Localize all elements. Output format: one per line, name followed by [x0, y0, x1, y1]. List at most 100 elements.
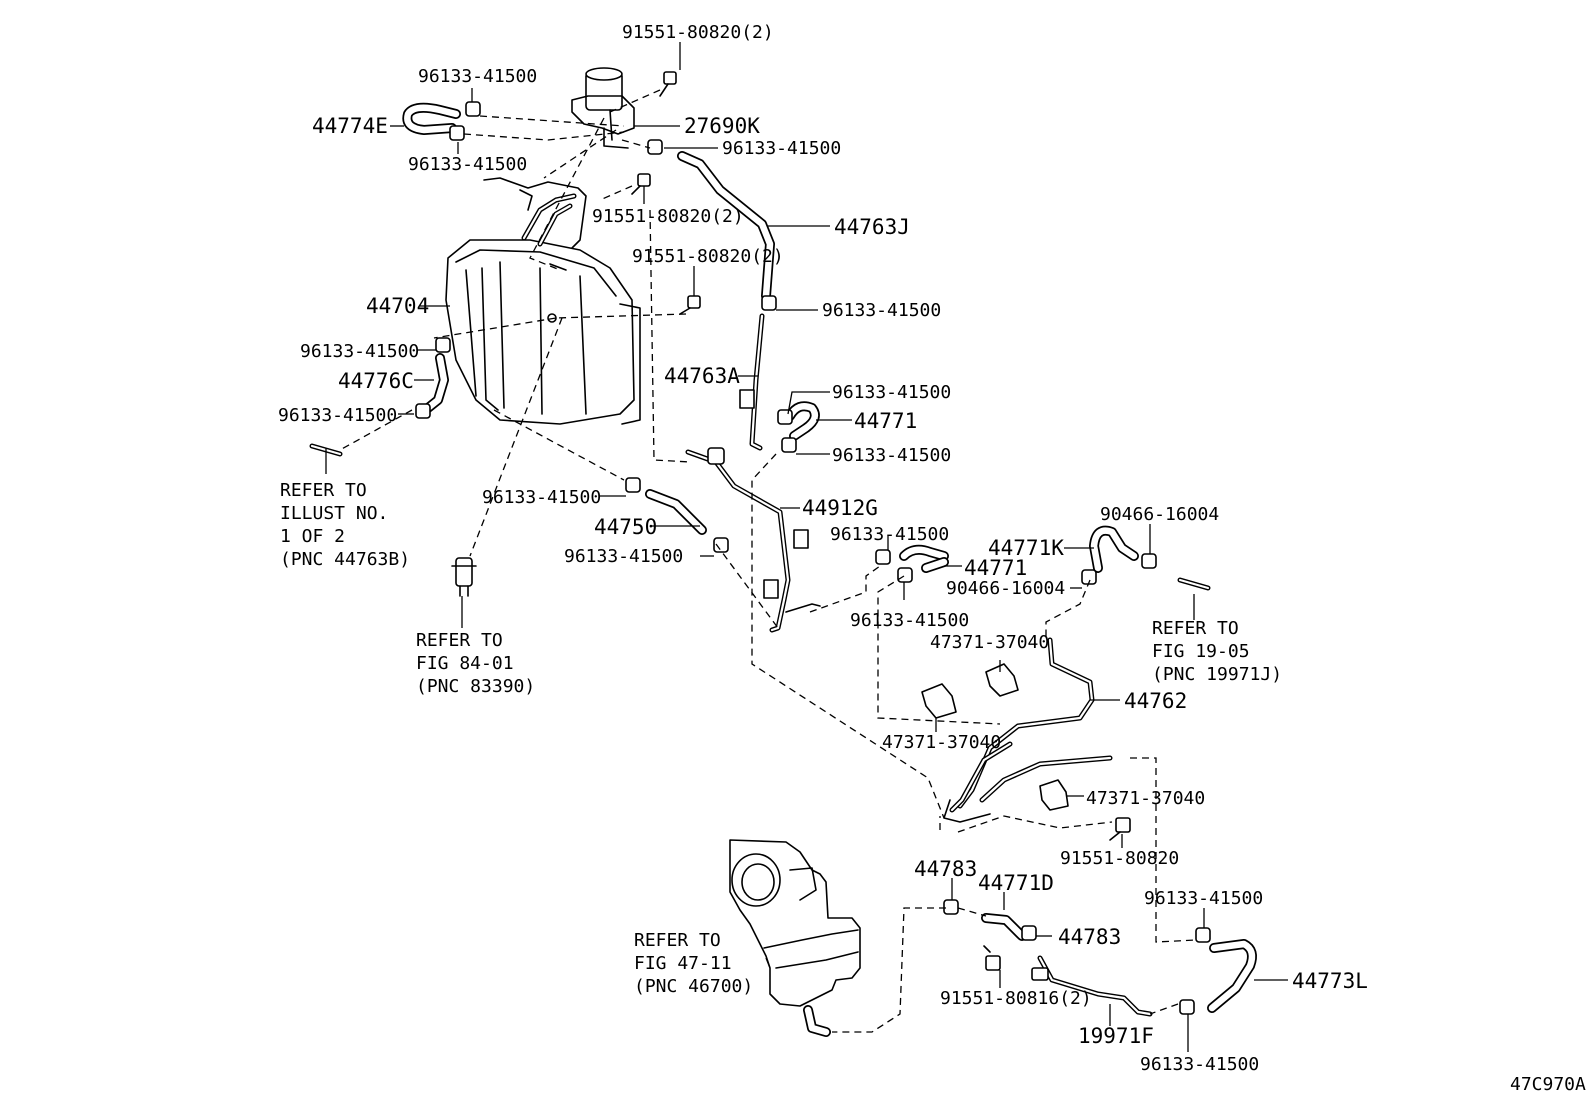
clip-96133-n	[1179, 999, 1195, 1015]
label-96133-41500-n: 96133-41500	[1140, 1054, 1259, 1075]
ref-illust-line-1: REFER TO	[280, 480, 367, 501]
label-96133-41500-e: 96133-41500	[300, 341, 419, 362]
ref-fig8401-line-3: (PNC 83390)	[416, 676, 535, 697]
bolt-91551-top	[659, 71, 677, 97]
clip-96133-j	[713, 537, 729, 553]
ref-illust-line-2: ILLUST NO.	[280, 503, 388, 524]
clip-96133-b	[449, 125, 465, 141]
hose-44771D	[981, 913, 1027, 941]
pipe-19971F	[1031, 955, 1153, 1017]
hose-44750	[645, 489, 707, 535]
label-44771-a: 44771	[854, 409, 917, 433]
clip-96133-f	[415, 403, 431, 419]
clip-96133-e	[435, 337, 451, 353]
label-96133-41500-f: 96133-41500	[278, 405, 397, 426]
leader-lines	[325, 42, 1288, 1052]
ref-fig1905-line-2: FIG 19-05	[1152, 641, 1250, 662]
clip-96133-c	[647, 139, 663, 155]
label-47371-37040-b: 47371-37040	[882, 732, 1001, 753]
clip-96133-l	[897, 567, 913, 583]
label-91551-80820-3: 91551-80820(2)	[632, 246, 784, 267]
label-44774E: 44774E	[312, 114, 388, 138]
label-44783-a: 44783	[914, 857, 977, 881]
ref-note-fig8401: REFER TO FIG 84-01 (PNC 83390)	[416, 630, 535, 697]
clip-96133-k	[875, 549, 891, 565]
label-96133-41500-h: 96133-41500	[832, 445, 951, 466]
figure-id: 47C970A	[1510, 1074, 1586, 1095]
ref-fig8401-line-2: FIG 84-01	[416, 653, 514, 674]
label-44771K: 44771K	[988, 536, 1064, 560]
label-91551-80820-single: 91551-80820	[1060, 848, 1179, 869]
label-44771D: 44771D	[978, 871, 1054, 895]
label-96133-41500-c: 96133-41500	[722, 138, 841, 159]
pipe-stub-19971J	[1177, 577, 1211, 591]
clip-96133-g	[777, 409, 793, 425]
ref-illust-line-3: 1 OF 2	[280, 526, 345, 547]
hose-44771-lower	[899, 544, 949, 573]
clamp-47371-a	[985, 663, 1019, 697]
bolt-91551-3	[679, 295, 701, 315]
pipe-44762	[943, 637, 1113, 823]
label-96133-41500-i: 96133-41500	[482, 487, 601, 508]
ref-note-fig1905: REFER TO FIG 19-05 (PNC 19971J)	[1152, 618, 1282, 685]
ref-note-illust: REFER TO ILLUST NO. 1 OF 2 (PNC 44763B)	[280, 480, 410, 570]
vacuum-valve-27690K	[571, 67, 635, 149]
hose-44776C	[423, 353, 449, 413]
label-47371-37040-a: 47371-37040	[930, 632, 1049, 653]
label-44763J: 44763J	[834, 215, 910, 239]
pipe-44912G	[685, 447, 821, 633]
label-96133-41500-m: 96133-41500	[1144, 888, 1263, 909]
label-44776C: 44776C	[338, 369, 414, 393]
label-44762: 44762	[1124, 689, 1187, 713]
label-90466-16004-b: 90466-16004	[946, 578, 1065, 599]
label-96133-41500-l: 96133-41500	[850, 610, 969, 631]
label-44783-b: 44783	[1058, 925, 1121, 949]
hose-44771K	[1089, 525, 1139, 573]
throttle-body	[729, 839, 861, 1037]
hose-44773L	[1207, 939, 1257, 1013]
bolt-91551-80816	[983, 945, 1001, 971]
label-96133-41500-j: 96133-41500	[564, 546, 683, 567]
label-27690K: 27690K	[684, 114, 760, 138]
ref-fig4711-line-2: FIG 47-11	[634, 953, 732, 974]
label-44750: 44750	[594, 515, 657, 539]
hose-44771-upper	[785, 401, 820, 441]
label-91551-80816: 91551-80816(2)	[940, 988, 1092, 1009]
dashed-connections	[339, 89, 1197, 1033]
bolt-91551-mid	[631, 173, 651, 195]
label-44773L: 44773L	[1292, 969, 1368, 993]
label-19971F: 19971F	[1078, 1024, 1154, 1048]
ref-illust-line-4: (PNC 44763B)	[280, 549, 410, 570]
clip-96133-m	[1195, 927, 1211, 943]
label-44763A: 44763A	[664, 364, 740, 388]
ref-fig4711-line-3: (PNC 46700)	[634, 976, 753, 997]
bracket	[483, 177, 587, 251]
clip-96133-a	[465, 101, 481, 117]
hose-44763J	[677, 151, 775, 301]
label-96133-41500-g: 96133-41500	[832, 382, 951, 403]
clip-96133-h	[781, 437, 797, 453]
clip-90466-a	[1141, 553, 1157, 569]
clip-44783-a	[943, 899, 959, 915]
clip-96133-i	[625, 477, 641, 493]
label-96133-41500-d: 96133-41500	[822, 300, 941, 321]
clip-44783-b	[1021, 925, 1037, 941]
ref-fig1905-line-3: (PNC 19971J)	[1152, 664, 1282, 685]
part-labels: 91551-80820(2) 96133-41500 44774E 96133-…	[278, 22, 1586, 1095]
clamp-47371-c	[1039, 779, 1069, 811]
label-96133-41500-b: 96133-41500	[408, 154, 527, 175]
canister-44704	[445, 193, 641, 425]
ref-fig4711-line-1: REFER TO	[634, 930, 721, 951]
label-91551-80820-top: 91551-80820(2)	[622, 22, 774, 43]
clip-96133-d	[761, 295, 777, 311]
label-44912G: 44912G	[802, 496, 878, 520]
pipe-44763A	[739, 313, 765, 451]
label-90466-16004-a: 90466-16004	[1100, 504, 1219, 525]
label-96133-41500-k: 96133-41500	[830, 524, 949, 545]
label-44704: 44704	[366, 294, 429, 318]
bolt-91551-single	[1109, 817, 1131, 841]
clamp-47371-b	[921, 683, 957, 719]
hose-44774E	[402, 102, 461, 135]
ref-fig1905-line-1: REFER TO	[1152, 618, 1239, 639]
